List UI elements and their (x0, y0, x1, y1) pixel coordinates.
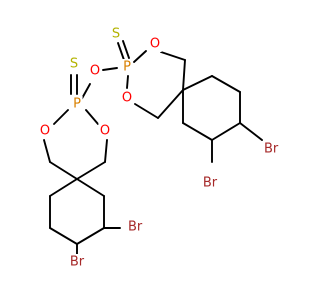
atom-o2b: O (122, 91, 132, 106)
bond-ch2-spiro1-b (76, 161, 106, 180)
label-backdrop (201, 175, 220, 191)
label-backdrop (110, 26, 122, 42)
bond-cy1-4 (76, 227, 105, 245)
bond-cy1-6 (76, 178, 105, 197)
label-backdrop (120, 90, 134, 106)
bond-ch2-spiro2-a (182, 59, 186, 91)
atom-o1a: O (40, 124, 50, 139)
atom-s2: S (112, 27, 120, 42)
bond-p1-o1a (53, 109, 69, 125)
atom-br3: Br (264, 142, 279, 157)
bond-p2-s2-a (117, 42, 125, 61)
label-backdrop (98, 123, 112, 139)
label-backdrop (68, 254, 87, 270)
atom-s1: S (70, 57, 78, 72)
label-backdrop (262, 141, 281, 157)
bond-o1a-ch2 (43, 139, 51, 163)
bond-o1c-p2 (102, 67, 118, 71)
atom-p2: P (123, 60, 131, 75)
bond-ch2-spiro2-b (157, 89, 184, 119)
bond-cy2-1 (182, 75, 213, 91)
label-backdrop (38, 123, 52, 139)
label-backdrop (126, 219, 145, 235)
bond-o1b-ch2 (104, 139, 108, 163)
bond-ch2-spiro1-a (49, 161, 78, 180)
bond-cy2-5 (182, 122, 213, 141)
label-backdrop (88, 63, 102, 79)
atom-o1c: O (90, 64, 100, 79)
molecule-diagram: S P O O O P S O O Br Br Br Br (38, 26, 281, 270)
bond-p1-o1b (85, 109, 99, 125)
bond-o2b-ch2 (134, 103, 159, 119)
bond-p2-o2a (133, 50, 147, 63)
bond-cy2-2 (211, 75, 241, 93)
label-backdrop (71, 96, 83, 112)
label-backdrop (148, 36, 162, 52)
bond-cy1-1 (49, 178, 78, 197)
bonds (43, 40, 263, 257)
bond-p2-s2-b (122, 40, 130, 59)
label-backdrop (121, 59, 133, 75)
atom-o2a: O (150, 37, 160, 52)
bond-cy1-3 (49, 227, 78, 245)
atom-br1: Br (128, 220, 143, 235)
bond-cy2-4 (211, 122, 241, 141)
atom-labels: S P O O O P S O O Br Br Br Br (38, 26, 281, 270)
label-backdrop (68, 56, 80, 72)
bond-o2a-ch2 (160, 51, 186, 61)
atom-br2: Br (70, 255, 85, 270)
bond-c-br3 (239, 122, 263, 141)
atom-p1: P (73, 97, 81, 112)
atom-o1b: O (100, 124, 110, 139)
bond-p2-o2b (126, 75, 129, 89)
atom-br4: Br (203, 176, 218, 191)
structure-canvas: S P O O O P S O O Br Br Br Br (38, 26, 281, 270)
